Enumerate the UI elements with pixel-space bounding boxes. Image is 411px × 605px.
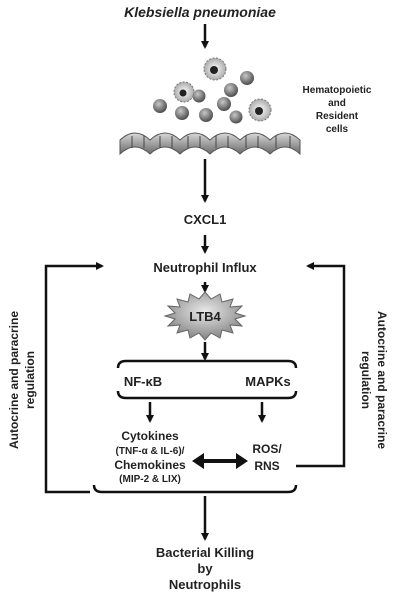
cells-label-line2: and xyxy=(328,98,346,109)
hematopoietic-cell-icon xyxy=(240,71,254,85)
hematopoietic-cell-icon xyxy=(217,97,231,111)
resident-cell-icon xyxy=(248,98,272,122)
hematopoietic-cell-icon xyxy=(224,83,238,97)
effector-bracket xyxy=(92,484,298,494)
hematopoietic-cell-icon xyxy=(192,89,206,103)
killing-label-line2: by xyxy=(197,561,213,576)
bidirectional-arrow xyxy=(192,453,248,469)
ltb4-label: LTB4 xyxy=(189,309,221,324)
cxcl1-label: CXCL1 xyxy=(184,212,227,227)
cytokines-sub-label: (TNF-α & IL-6)/ xyxy=(116,446,185,457)
chemokines-sub-label: (MIP-2 & LIX) xyxy=(119,474,181,485)
hematopoietic-cell-icon xyxy=(229,110,243,124)
rns-label: RNS xyxy=(254,459,279,473)
mapks-label: MAPKs xyxy=(245,374,291,389)
hematopoietic-cell-icon xyxy=(175,106,189,120)
signaling-bracket-bottom xyxy=(116,390,298,400)
ros-label: ROS/ xyxy=(252,442,282,456)
resident-cell-icon xyxy=(203,57,227,81)
left-regulation-label-line1: Autocrine and paracrine xyxy=(7,311,21,449)
resident-cell-icon xyxy=(173,81,195,103)
cells-label-line4: cells xyxy=(326,124,349,135)
chemokines-label: Chemokines xyxy=(114,458,186,472)
pathogen-label: Klebsiella pneumoniae xyxy=(124,4,276,20)
neutrophil-influx-label: Neutrophil Influx xyxy=(153,260,257,275)
killing-label-line3: Neutrophils xyxy=(169,577,241,592)
hematopoietic-cell-icon xyxy=(199,108,213,122)
killing-label-line1: Bacterial Killing xyxy=(156,545,254,560)
ltb4-starburst-icon xyxy=(163,291,247,341)
nfkb-label: NF-κB xyxy=(124,374,162,389)
cytokines-label: Cytokines xyxy=(121,429,179,443)
hematopoietic-cell-icon xyxy=(153,99,167,113)
right-regulation-label-line2: regulation xyxy=(359,351,373,409)
left-regulation-label-line2: regulation xyxy=(23,351,37,409)
cells-label-line3: Resident xyxy=(316,111,359,122)
immune-cells-cluster xyxy=(153,57,272,124)
epithelium-icon xyxy=(119,132,301,156)
right-feedback-loop xyxy=(296,262,346,468)
cells-label-line1: Hematopoietic xyxy=(303,85,372,96)
left-feedback-loop xyxy=(44,262,104,494)
signaling-bracket xyxy=(116,359,298,369)
right-regulation-label-line1: Autocrine and paracrine xyxy=(375,311,389,449)
